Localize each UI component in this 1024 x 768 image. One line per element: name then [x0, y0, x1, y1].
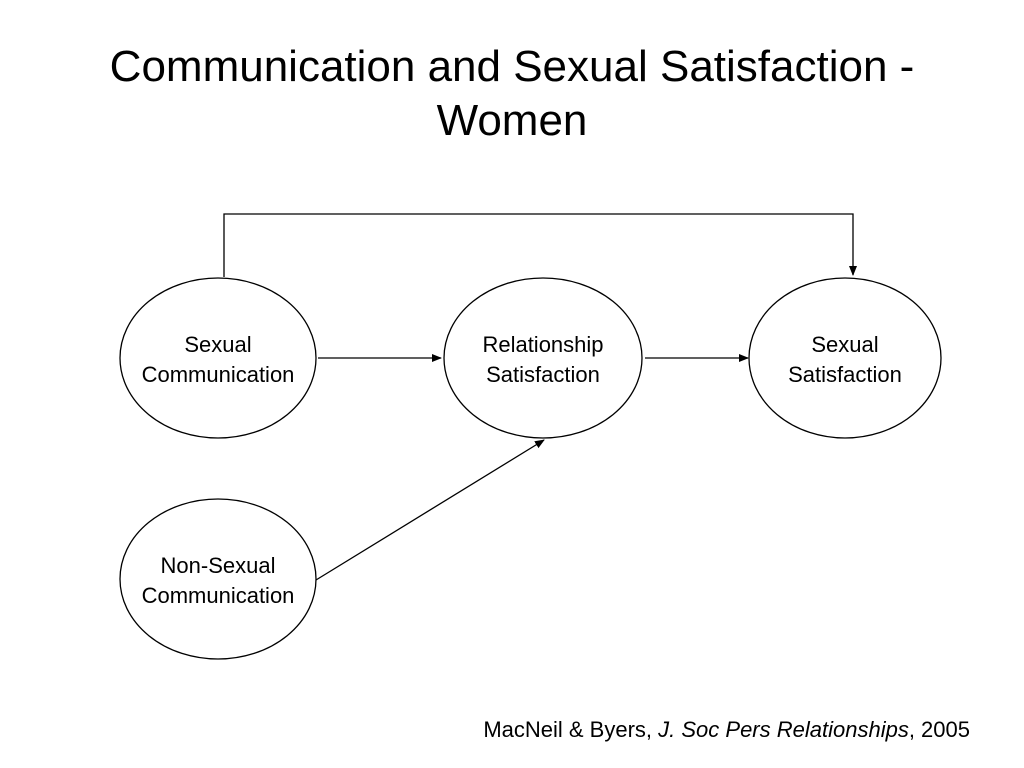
node-label-line-2: Communication — [142, 583, 295, 608]
citation-year: , 2005 — [908, 717, 970, 742]
node-non-sexual-communication: Non-Sexual Communication — [119, 498, 317, 660]
edge-sexual-communication-to-sexual-satisfaction — [223, 213, 857, 277]
node-sexual-communication: Sexual Communication — [119, 277, 317, 439]
citation-journal: J. Soc Pers Relationships — [658, 717, 909, 742]
citation: MacNeil & Byers, J. Soc Pers Relationshi… — [483, 716, 970, 744]
node-label-line-1: Non-Sexual — [161, 553, 276, 578]
node-label-line-1: Sexual — [184, 332, 251, 357]
node-non-sexual-communication-ellipse — [119, 498, 317, 660]
node-sexual-communication-ellipse — [119, 277, 317, 439]
node-relationship-satisfaction-ellipse — [443, 277, 643, 439]
node-sexual-satisfaction-ellipse — [748, 277, 942, 439]
node-label-line-1: Relationship — [482, 332, 603, 357]
title-line-1: Communication and Sexual Satisfaction - — [109, 42, 915, 91]
edge-non-sexual-communication-to-relationship-satisfaction — [315, 439, 545, 581]
node-relationship-satisfaction: Relationship Satisfaction — [443, 277, 643, 439]
node-label-line-2: Communication — [142, 362, 295, 387]
slide-title: Communication and Sexual Satisfaction - … — [0, 40, 1024, 148]
node-sexual-satisfaction: Sexual Satisfaction — [748, 277, 942, 439]
node-label-line-1: Sexual — [811, 332, 878, 357]
node-label-line-2: Satisfaction — [788, 362, 902, 387]
title-line-2: Women — [436, 96, 588, 145]
citation-authors: MacNeil & Byers, — [483, 717, 659, 742]
node-label-line-2: Satisfaction — [486, 362, 600, 387]
